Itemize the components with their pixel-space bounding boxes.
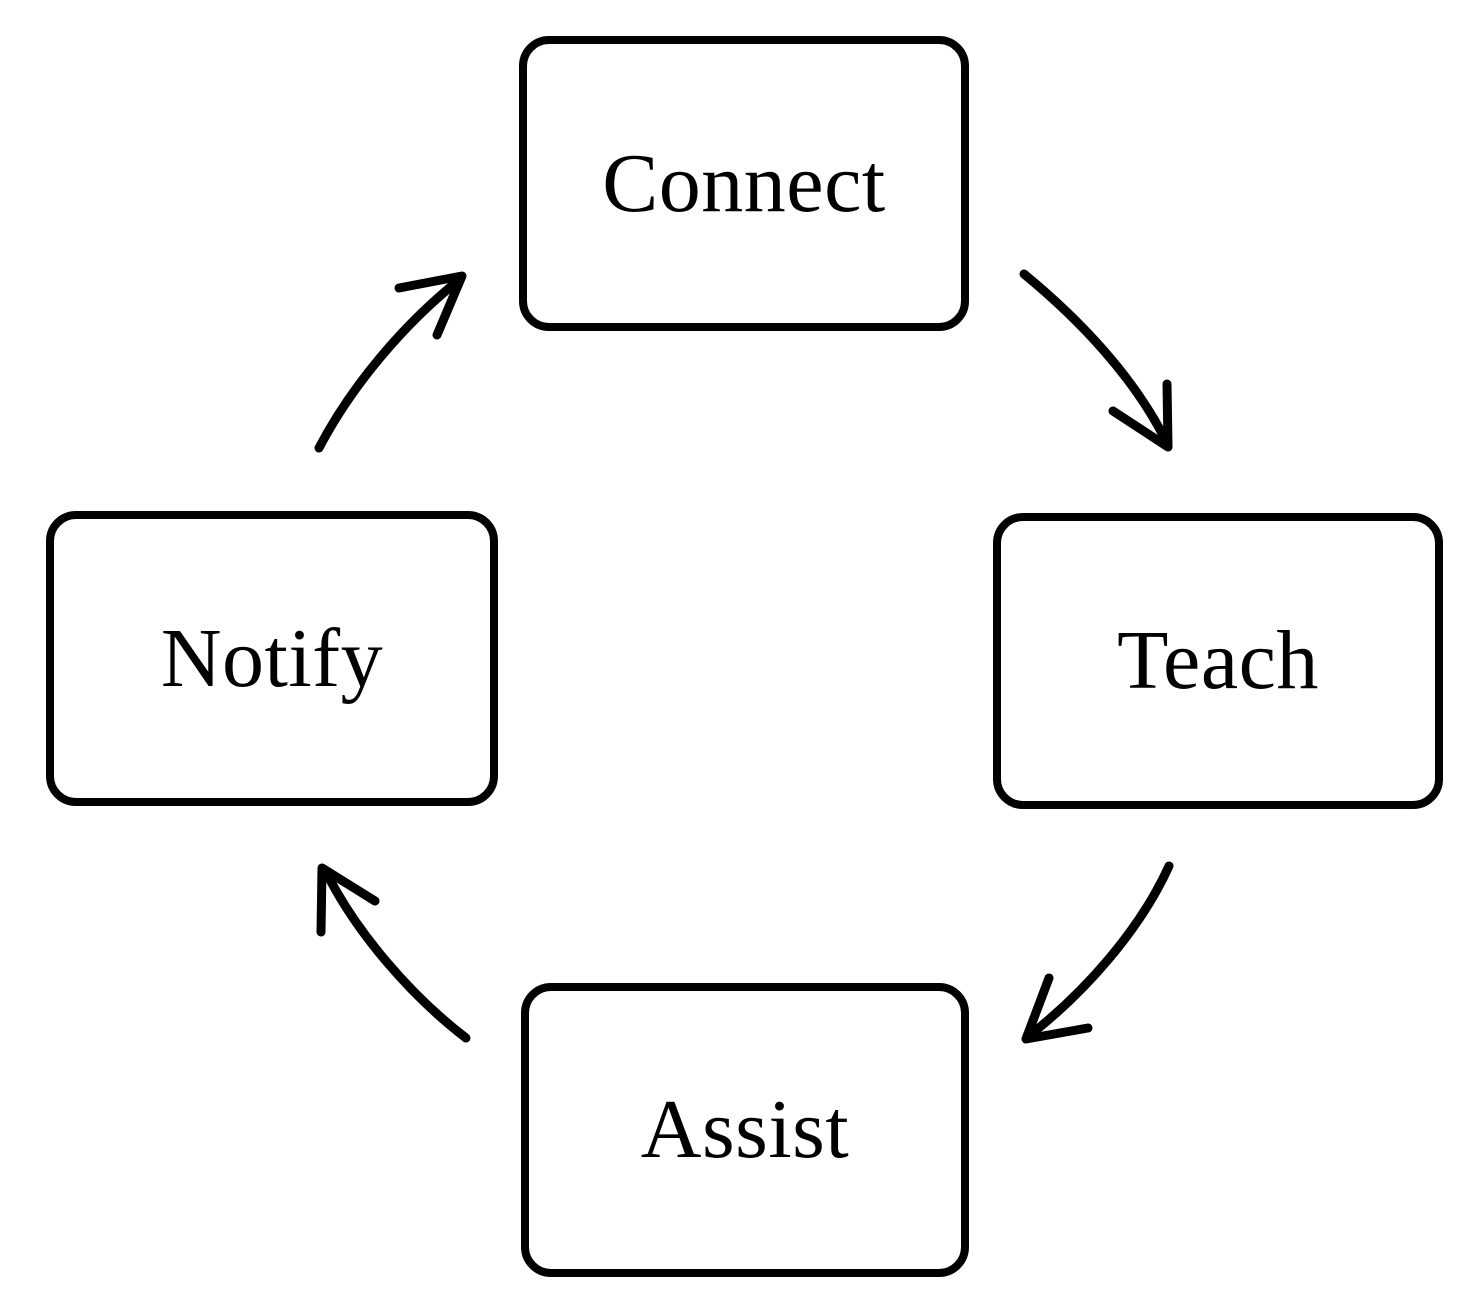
edge-connect-to-teach-line — [1019, 269, 1172, 448]
edge-teach-to-assist-arrowhead — [1021, 973, 1093, 1044]
node-assist-label: Assist — [640, 1083, 850, 1176]
edge-assist-to-notify-arrowhead — [316, 863, 380, 937]
edge-teach-to-assist — [1021, 861, 1174, 1044]
edge-connect-to-teach-arrowhead — [1108, 379, 1173, 452]
edge-notify-to-connect — [314, 271, 467, 453]
node-connect-label: Connect — [602, 136, 886, 230]
edge-notify-to-connect-arrowhead — [394, 271, 467, 340]
node-notify-label: Notify — [160, 611, 384, 705]
node-teach[interactable]: Teach — [993, 513, 1443, 809]
edge-notify-to-connect-line — [314, 275, 464, 453]
edge-assist-to-notify — [316, 863, 471, 1043]
node-connect[interactable]: Connect — [519, 36, 969, 331]
edge-teach-to-assist-line — [1025, 861, 1174, 1040]
node-notify[interactable]: Notify — [46, 511, 498, 806]
edge-connect-to-teach — [1019, 269, 1173, 452]
node-teach-label: Teach — [1117, 614, 1319, 707]
node-assist[interactable]: Assist — [521, 983, 969, 1277]
edge-assist-to-notify-line — [321, 867, 471, 1043]
